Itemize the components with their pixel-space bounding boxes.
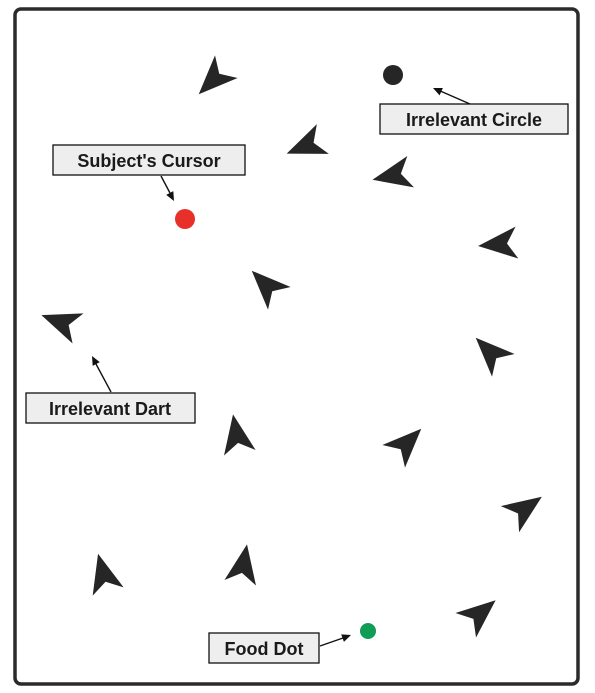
label-irrelevant-dart: Irrelevant Dart (25, 356, 196, 424)
label-text: Irrelevant Dart (49, 399, 171, 419)
label-text: Irrelevant Circle (406, 110, 542, 130)
arrow-head-icon (433, 88, 443, 96)
label-box (208, 632, 320, 664)
arrow-head-icon (341, 634, 351, 642)
arrow-head-icon (92, 356, 100, 366)
label-subject-cursor: Subject's Cursor (52, 144, 246, 201)
pointer-arrow (95, 363, 112, 393)
pointer-arrow (319, 637, 344, 647)
subject-cursor (175, 209, 195, 229)
label-box (52, 144, 246, 176)
arena-frame (13, 7, 580, 686)
pointer-arrow (437, 89, 471, 105)
label-irrelevant-circle: Irrelevant Circle (379, 88, 569, 135)
label-food-dot: Food Dot (208, 632, 351, 664)
label-text: Subject's Cursor (77, 151, 220, 171)
label-text: Food Dot (225, 639, 304, 659)
label-box (25, 392, 196, 424)
arrow-head-icon (166, 191, 174, 201)
irrelevant-circle (383, 65, 403, 85)
pointer-arrow (160, 175, 171, 194)
label-box (379, 103, 569, 135)
food-dot (360, 623, 376, 639)
